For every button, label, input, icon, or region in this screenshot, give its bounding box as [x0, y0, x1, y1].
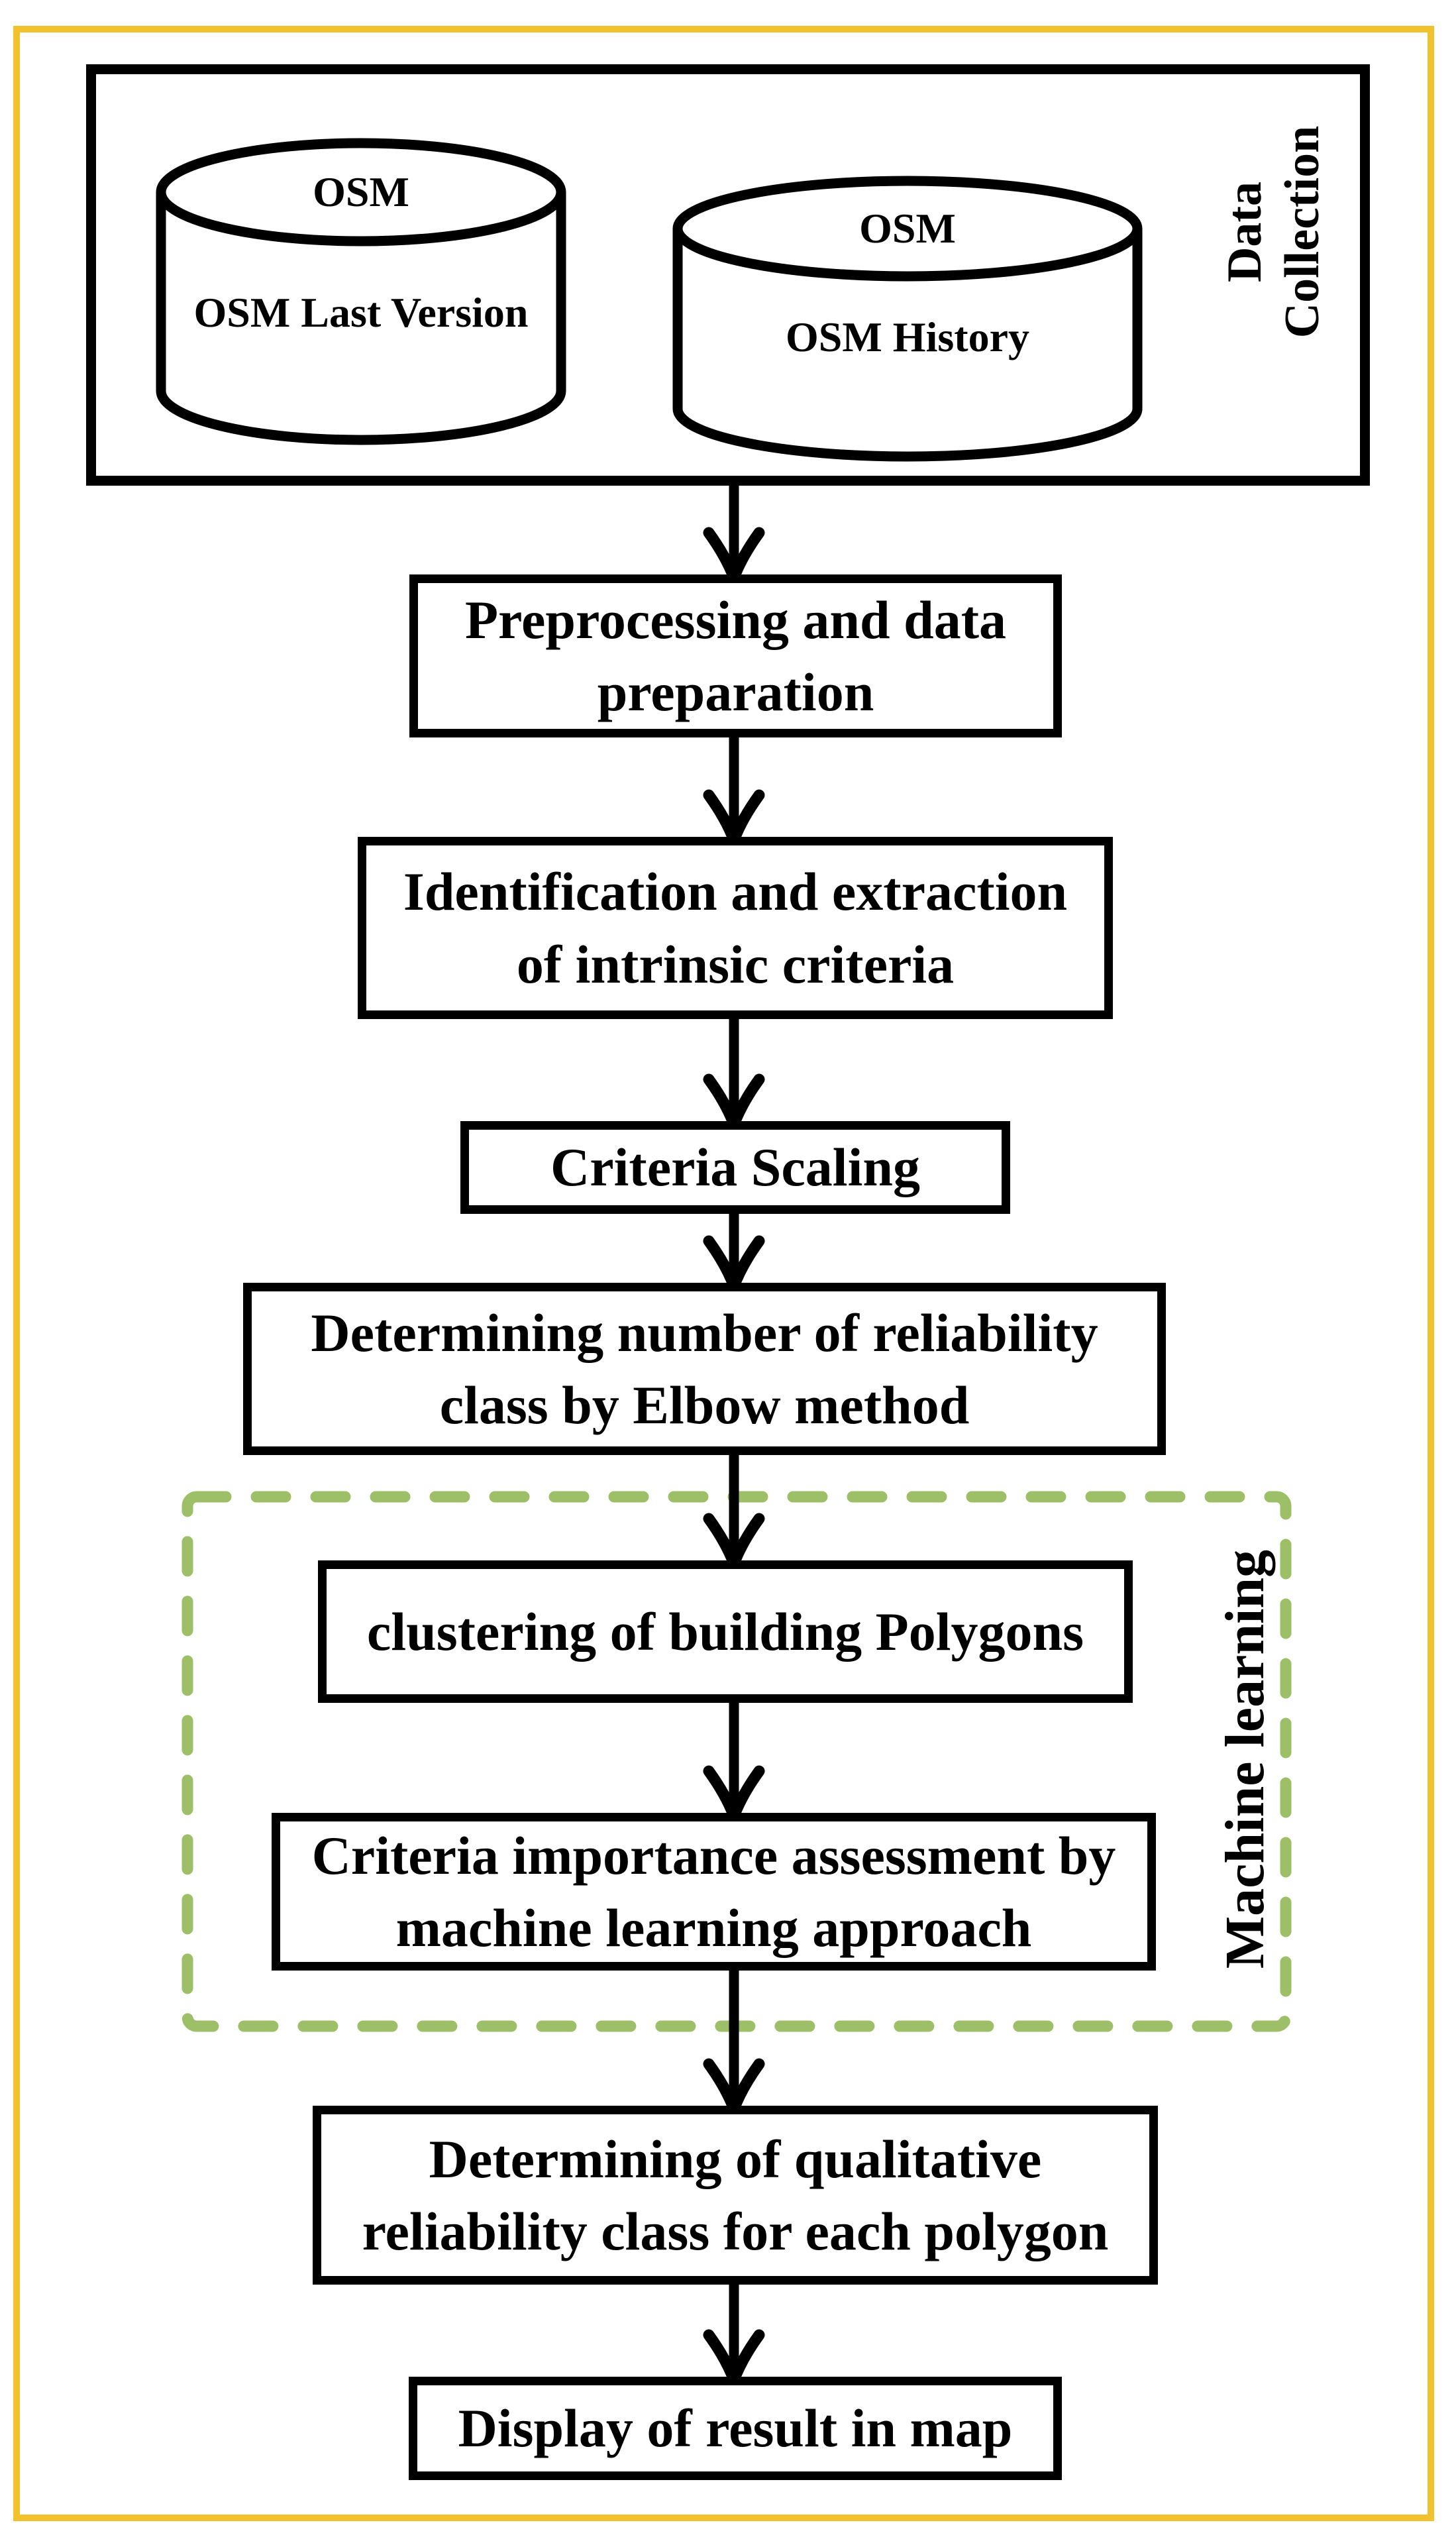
- section-label-machine-learning: Machine learning: [1207, 1494, 1284, 2024]
- step-label-line: Identification and extraction: [403, 861, 1068, 922]
- step-label-line: clustering of building Polygons: [366, 1601, 1084, 1662]
- cylinder-body-label: OSM Last Version: [193, 289, 529, 336]
- step-criteria-importance: Criteria importance assessment by machin…: [272, 1813, 1156, 1971]
- step-display-result: Display of result in map: [409, 2377, 1062, 2480]
- step-qualitative-class: Determining of qualitative reliability c…: [313, 2106, 1158, 2285]
- section-label-data-collection: Data Collection: [1211, 76, 1337, 388]
- database-cylinder-osm-history: OSM OSM History: [672, 176, 1143, 467]
- cylinder-icon: [156, 138, 566, 445]
- step-label-line: Criteria Scaling: [550, 1137, 920, 1198]
- cylinder-top-label: OSM: [859, 205, 956, 252]
- step-label-line: class by Elbow method: [439, 1375, 970, 1435]
- step-label-line: preparation: [597, 662, 874, 722]
- step-elbow-method: Determining number of reliability class …: [243, 1283, 1166, 1455]
- step-label-line: machine learning approach: [395, 1898, 1032, 1958]
- step-criteria-scaling: Criteria Scaling: [460, 1121, 1010, 1214]
- step-clustering: clustering of building Polygons: [318, 1560, 1133, 1703]
- step-identification: Identification and extraction of intrins…: [358, 837, 1113, 1019]
- step-label-line: Determining number of reliability: [311, 1302, 1098, 1363]
- step-label-line: Display of result in map: [458, 2398, 1013, 2459]
- cylinder-body-label: OSM History: [786, 313, 1029, 360]
- outer-frame: [13, 26, 1434, 2521]
- step-label-line: Determining of qualitative: [429, 2128, 1042, 2189]
- step-label-line: of intrinsic criteria: [516, 934, 955, 995]
- cylinder-icon: [672, 176, 1143, 462]
- step-label-line: reliability class for each polygon: [362, 2201, 1109, 2261]
- step-label-line: Criteria importance assessment by: [311, 1825, 1116, 1886]
- step-label-line: Preprocessing and data: [464, 589, 1007, 650]
- cylinder-top-label: OSM: [313, 168, 409, 215]
- section-label-line: Machine learning: [1214, 1549, 1276, 1969]
- section-label-line: Data: [1217, 181, 1272, 283]
- section-label-line: Collection: [1275, 125, 1329, 339]
- database-cylinder-osm-last-version: OSM OSM Last Version: [156, 138, 566, 445]
- step-preprocessing: Preprocessing and data preparation: [409, 574, 1062, 737]
